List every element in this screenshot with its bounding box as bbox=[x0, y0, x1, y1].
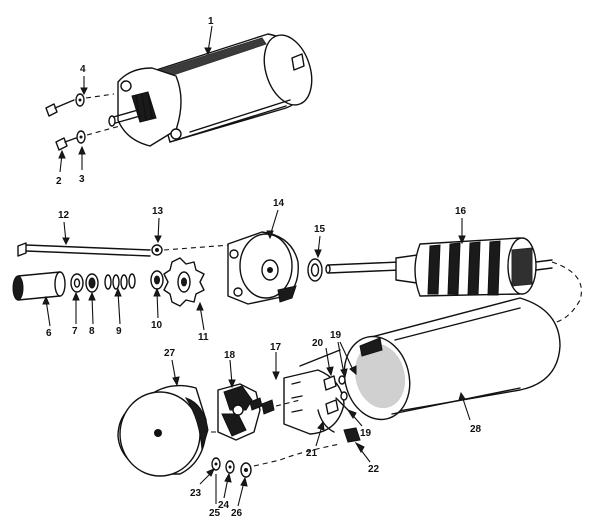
terminal-washer-flat bbox=[225, 460, 235, 474]
part-label-7: 7 bbox=[72, 326, 78, 337]
spring-cup bbox=[85, 273, 99, 293]
part-label-19-lower: 19 bbox=[360, 428, 372, 439]
part-label-2: 2 bbox=[56, 176, 62, 187]
part-label-10: 10 bbox=[151, 320, 163, 331]
drive-cover bbox=[12, 271, 66, 301]
through-bolt bbox=[17, 242, 151, 257]
part-label-27: 27 bbox=[164, 348, 176, 359]
mounting-screw-lower bbox=[55, 137, 77, 151]
part-label-3: 3 bbox=[79, 174, 85, 185]
terminal-washer-fiber bbox=[211, 457, 221, 471]
terminal-lock-washer bbox=[240, 462, 252, 478]
part-label-20: 20 bbox=[312, 338, 324, 349]
spacer-washer bbox=[150, 270, 164, 290]
leader-lines bbox=[42, 25, 471, 507]
end-cap-cover bbox=[117, 384, 209, 477]
brush-wire bbox=[317, 409, 335, 433]
part-label-1: 1 bbox=[208, 16, 214, 27]
thrust-washer bbox=[307, 258, 323, 282]
drive-end-cap bbox=[227, 231, 299, 305]
part-label-4: 4 bbox=[80, 64, 86, 75]
part-label-23: 23 bbox=[190, 488, 202, 499]
lock-washer bbox=[75, 93, 85, 107]
lock-washer-lower bbox=[76, 130, 86, 144]
part-label-13: 13 bbox=[152, 206, 164, 217]
part-label-11: 11 bbox=[198, 332, 209, 343]
part-label-21: 21 bbox=[306, 448, 318, 459]
starter-motor-assembly bbox=[108, 33, 313, 147]
anti-drift-spring bbox=[104, 273, 136, 290]
pinion-gear bbox=[163, 257, 205, 307]
part-label-12: 12 bbox=[58, 210, 70, 221]
brush-spring bbox=[299, 349, 349, 411]
part-label-14: 14 bbox=[273, 198, 285, 209]
motor-frame bbox=[343, 297, 561, 421]
part-label-9: 9 bbox=[116, 326, 122, 337]
stop-nut bbox=[70, 273, 84, 293]
part-label-28: 28 bbox=[470, 424, 482, 435]
part-label-6: 6 bbox=[46, 328, 52, 339]
part-label-15: 15 bbox=[314, 224, 326, 235]
part-label-8: 8 bbox=[89, 326, 95, 337]
part-label-25: 25 bbox=[209, 508, 221, 519]
part-label-17: 17 bbox=[270, 342, 282, 353]
part-label-22: 22 bbox=[368, 464, 380, 475]
part-label-16: 16 bbox=[455, 206, 467, 217]
part-labels: 1 4 2 3 12 13 14 15 16 6 7 8 9 10 11 27 … bbox=[46, 16, 482, 519]
terminal-screw bbox=[343, 427, 361, 443]
armature bbox=[325, 237, 553, 297]
bearing-cup bbox=[249, 397, 275, 415]
part-label-26: 26 bbox=[231, 508, 243, 519]
part-label-24: 24 bbox=[218, 500, 230, 511]
brush bbox=[323, 375, 339, 415]
part-label-19-upper: 19 bbox=[330, 330, 342, 341]
part-label-18: 18 bbox=[224, 350, 236, 361]
mounting-screw bbox=[45, 99, 75, 117]
hex-nut bbox=[151, 244, 163, 256]
commutator-end-head bbox=[217, 383, 261, 441]
